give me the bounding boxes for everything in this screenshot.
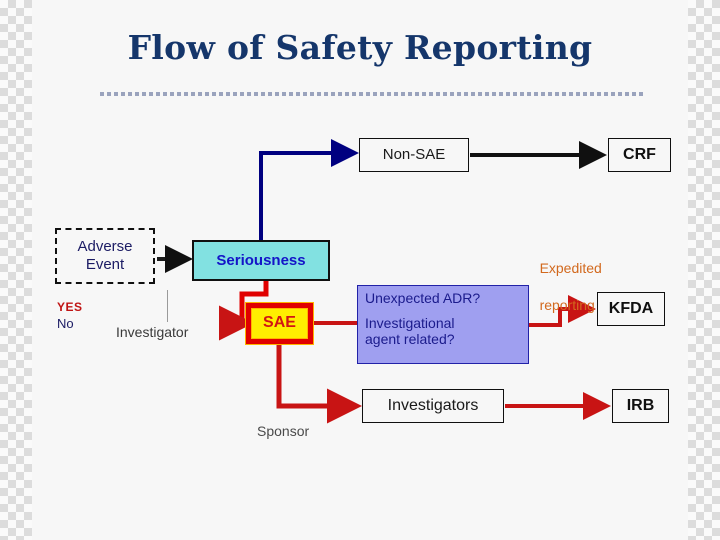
node-irb[interactable]: IRB	[612, 389, 669, 423]
node-adverse-event[interactable]: Adverse Event	[55, 228, 155, 284]
node-kfda[interactable]: KFDA	[597, 292, 665, 326]
node-non-sae[interactable]: Non-SAE	[359, 138, 469, 172]
node-investigators[interactable]: Investigators	[362, 389, 504, 423]
node-seriousness[interactable]: Seriousness	[192, 240, 330, 281]
annotation-expedited-line2: reporting	[539, 296, 595, 313]
node-seriousness-label: Seriousness	[216, 251, 306, 269]
legend-yes-label: YES	[57, 300, 83, 314]
transparency-checker-left	[0, 0, 32, 540]
node-investigators-label: Investigators	[387, 396, 479, 414]
node-unexpected-adr-line2: Investigational	[365, 314, 455, 331]
wire-seriousness-to-non-sae	[259, 139, 359, 240]
title-divider	[100, 92, 646, 96]
node-irb-label: IRB	[626, 396, 655, 414]
annotation-expedited-reporting: Expedited reporting	[524, 241, 602, 332]
node-crf[interactable]: CRF	[608, 138, 671, 172]
legend-no-label: No	[57, 316, 74, 331]
transparency-checker-right	[688, 0, 720, 540]
role-label-investigator: Investigator	[116, 324, 189, 340]
node-non-sae-label: Non-SAE	[382, 146, 446, 164]
annotation-expedited-line1: Expedited	[539, 260, 602, 277]
investigator-tick-line	[167, 290, 168, 322]
node-sae-label: SAE	[263, 314, 296, 332]
node-adverse-event-line2: Event	[85, 256, 125, 273]
node-sae[interactable]: SAE	[246, 303, 313, 344]
node-unexpected-adr[interactable]: Unexpected ADR? Investigational agent re…	[357, 285, 529, 364]
wire-sae-to-investigators	[276, 345, 362, 424]
node-unexpected-adr-line1: Unexpected ADR?	[365, 290, 481, 306]
slide-title: Flow of Safety Reporting	[127, 28, 593, 67]
node-kfda-label: KFDA	[608, 299, 654, 317]
node-crf-label: CRF	[623, 145, 656, 163]
role-label-sponsor: Sponsor	[257, 423, 310, 439]
node-adverse-event-line1: Adverse	[77, 238, 133, 256]
node-unexpected-adr-line3: agent related?	[365, 331, 455, 348]
